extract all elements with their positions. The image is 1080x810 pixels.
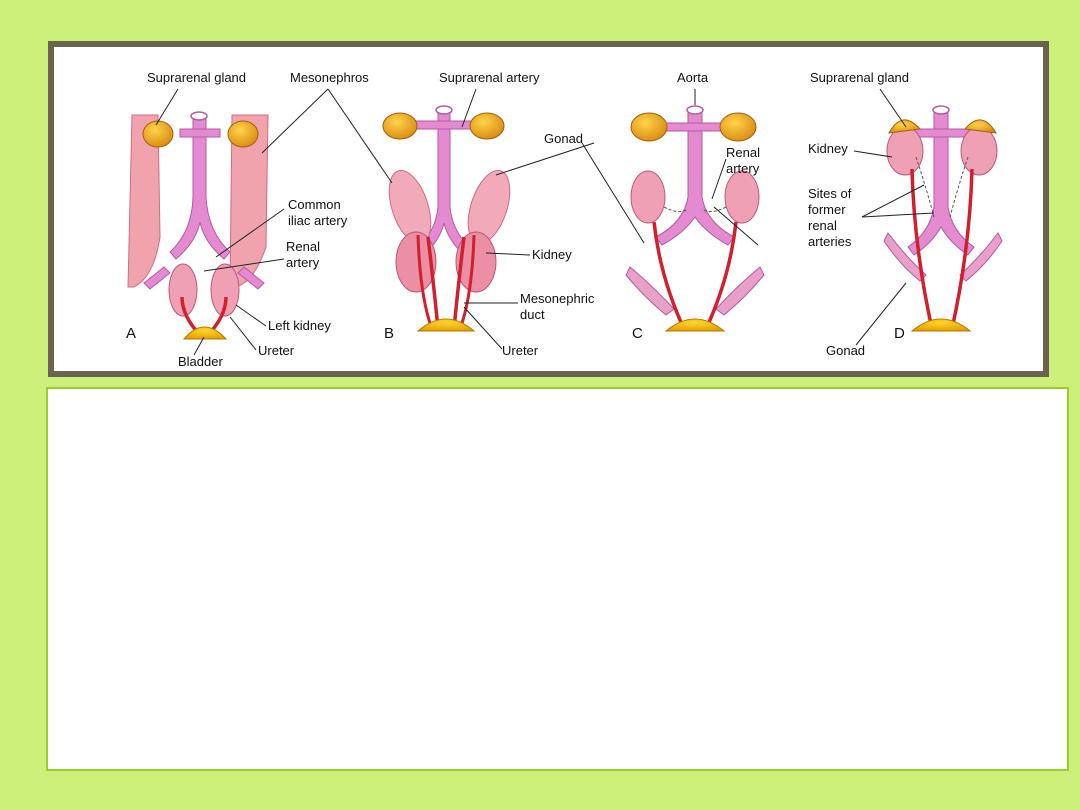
- label-renal-artery-a-2: artery: [286, 255, 320, 270]
- label-mesonephros: Mesonephros: [290, 70, 369, 85]
- figure-frame: Suprarenal gland Mesonephros Suprarenal …: [48, 41, 1049, 377]
- label-gonad-d: Gonad: [826, 343, 865, 358]
- label-renal-artery-c-2: artery: [726, 161, 760, 176]
- panel-c-drawing: [625, 105, 765, 332]
- label-sites-1: Sites of: [808, 186, 852, 201]
- label-ureter-b: Ureter: [502, 343, 539, 358]
- label-common-iliac-2: iliac artery: [288, 213, 348, 228]
- figure-panel: Suprarenal gland Mesonephros Suprarenal …: [54, 47, 1043, 371]
- label-mesonephric-2: duct: [520, 307, 545, 322]
- label-left-kidney: Left kidney: [268, 318, 331, 333]
- label-suprarenal-gland-a: Suprarenal gland: [147, 70, 246, 85]
- label-aorta: Aorta: [677, 70, 709, 85]
- label-ureter-a: Ureter: [258, 343, 295, 358]
- label-common-iliac-1: Common: [288, 197, 341, 212]
- kidney-ascent-diagram: Suprarenal gland Mesonephros Suprarenal …: [126, 70, 1003, 369]
- panel-label-b: B: [384, 325, 394, 342]
- panel-label-d: D: [894, 325, 905, 342]
- label-renal-artery-c-1: Renal: [726, 145, 760, 160]
- label-bladder: Bladder: [178, 354, 223, 369]
- panel-label-c: C: [632, 325, 643, 342]
- label-kidney-b: Kidney: [532, 247, 572, 262]
- label-sites-2: former: [808, 202, 846, 217]
- panel-label-a: A: [126, 325, 136, 342]
- label-mesonephric-1: Mesonephric: [520, 291, 595, 306]
- label-renal-artery-a-1: Renal: [286, 239, 320, 254]
- content-text-box: [46, 387, 1069, 771]
- label-gonad-b: Gonad: [544, 131, 583, 146]
- panel-b-drawing: [382, 105, 511, 332]
- panel-d-drawing: [883, 105, 1003, 332]
- label-sites-3: renal: [808, 218, 837, 233]
- leader-lines: [155, 88, 935, 356]
- label-sites-4: arteries: [808, 234, 852, 249]
- panel-a-drawing: [127, 111, 269, 340]
- label-kidney-d: Kidney: [808, 141, 848, 156]
- label-suprarenal-artery: Suprarenal artery: [439, 70, 540, 85]
- label-suprarenal-gland-d: Suprarenal gland: [810, 70, 909, 85]
